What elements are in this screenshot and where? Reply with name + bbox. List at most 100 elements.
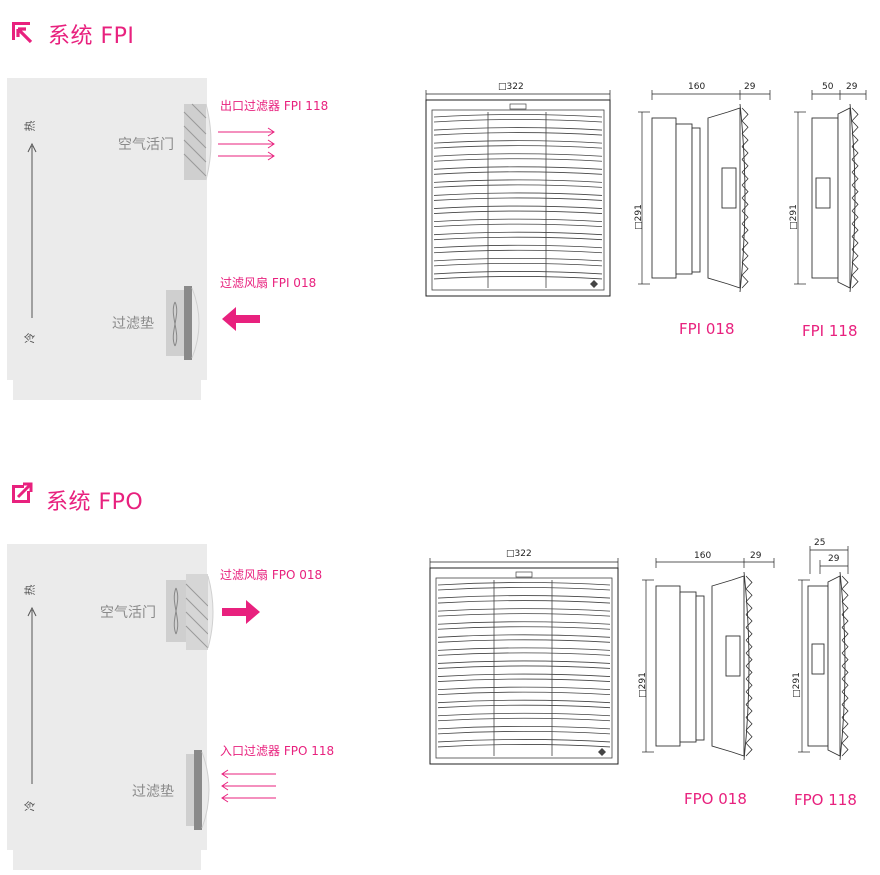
grille-tooth (745, 730, 753, 744)
lower-unit-label: 过滤垫 (112, 316, 154, 332)
cabinet-base (13, 850, 201, 870)
dim-small-b: 29 (846, 82, 858, 92)
axis-cold-label: 冷 (23, 332, 37, 344)
grille-tooth (741, 133, 749, 147)
grille-tooth (841, 588, 849, 602)
temperature-axis (27, 606, 37, 784)
grille-tooth (741, 249, 749, 263)
grille-tooth (851, 262, 859, 276)
grille-tooth (741, 210, 749, 224)
grille-tooth (741, 236, 749, 250)
louver-slat (433, 218, 603, 228)
grille-tooth (851, 236, 859, 250)
grille-tooth (851, 197, 859, 212)
grille-tooth (851, 107, 859, 122)
grille-tooth (851, 146, 859, 160)
model-label-a: FPI 018 (679, 320, 735, 338)
grille-tooth (741, 197, 749, 212)
louver-slat (433, 140, 603, 149)
filter-fan-unit (166, 574, 214, 650)
dim-depth-b: 29 (750, 551, 762, 561)
louver-slat (437, 595, 611, 604)
dim-small-b: 29 (828, 554, 840, 564)
dim-small-a: 50 (822, 82, 834, 92)
grille-tooth (745, 704, 753, 718)
grille-tooth (851, 210, 859, 224)
inflow-arrow-icon (222, 307, 260, 331)
side-view-drawing (638, 90, 771, 293)
grille-tooth (851, 133, 859, 147)
grille-tooth (841, 575, 849, 590)
side-view-small-drawing (794, 90, 867, 293)
louver-slat (433, 231, 603, 241)
louver-slat (437, 739, 611, 748)
louver-slat (437, 725, 611, 735)
louver-slat (437, 647, 611, 656)
lower-device-label: 过滤风扇 FPI 018 (220, 276, 317, 290)
grille-tooth (851, 274, 859, 289)
grille-tooth (851, 159, 859, 173)
grille-tooth (841, 640, 849, 654)
model-label-b: FPI 118 (802, 322, 858, 340)
louver-slat (437, 634, 611, 643)
axis-cold-label: 冷 (23, 800, 37, 812)
dim-width: □322 (498, 82, 524, 92)
louver-slat (433, 257, 603, 267)
grille-tooth (841, 614, 849, 628)
grille-tooth (745, 575, 753, 590)
grille-tooth (745, 627, 753, 641)
louver-slat (433, 192, 603, 201)
side-view-small-drawing (798, 546, 849, 761)
louver-slat (433, 271, 603, 280)
upper-unit-label: 空气活门 (100, 605, 156, 621)
louver-slat (437, 686, 611, 696)
grille-tooth (741, 120, 749, 134)
grille-tooth (741, 146, 749, 160)
grille-tooth (741, 223, 749, 237)
model-label-b: FPO 118 (794, 791, 857, 809)
grille-tooth (745, 665, 753, 680)
front-view-drawing (429, 558, 619, 765)
dim-depth-a: 160 (694, 551, 712, 561)
grille-tooth (745, 640, 753, 654)
grille-tooth (841, 730, 849, 744)
grille-tooth (741, 274, 749, 289)
louver-slat (437, 660, 611, 669)
model-label-a: FPO 018 (684, 790, 747, 808)
grille-tooth (841, 627, 849, 641)
grille-tooth (745, 601, 753, 615)
grille-tooth (841, 704, 849, 718)
outflow-arrows-icon (218, 127, 275, 161)
dim-small-a: 25 (814, 538, 826, 548)
section-title: 系统 FPI (48, 24, 135, 49)
louver-slat (433, 205, 603, 214)
grille-tooth (745, 614, 753, 628)
louver-slat (437, 582, 611, 591)
grille-tooth (851, 223, 859, 237)
lower-unit-label: 过滤垫 (132, 784, 174, 800)
inlet-filter-unit (186, 750, 210, 830)
louver-slat (437, 608, 611, 617)
grille-tooth (745, 691, 753, 705)
grille-tooth (841, 717, 849, 731)
temperature-axis (27, 142, 37, 318)
louver-slat (433, 179, 603, 188)
louver-slat (433, 114, 603, 123)
inflow-arrows-icon (221, 769, 276, 803)
grille-tooth (741, 262, 749, 276)
dim-width: □322 (506, 549, 532, 559)
filter-fan-unit (166, 286, 200, 360)
arrow-in-icon (12, 22, 33, 44)
grille-tooth (841, 665, 849, 680)
louver-unit (183, 103, 212, 181)
grille-tooth (841, 678, 849, 692)
dim-depth-a: 160 (688, 82, 706, 92)
grille-tooth (841, 742, 849, 757)
louver-slat (437, 699, 611, 709)
grille-tooth (741, 184, 749, 199)
louver-slat (437, 621, 611, 630)
grille-tooth (851, 120, 859, 134)
section-title: 系统 FPO (46, 490, 144, 515)
upper-device-label: 出口过滤器 FPI 118 (220, 99, 329, 113)
upper-device-label: 过滤风扇 FPO 018 (220, 568, 323, 582)
